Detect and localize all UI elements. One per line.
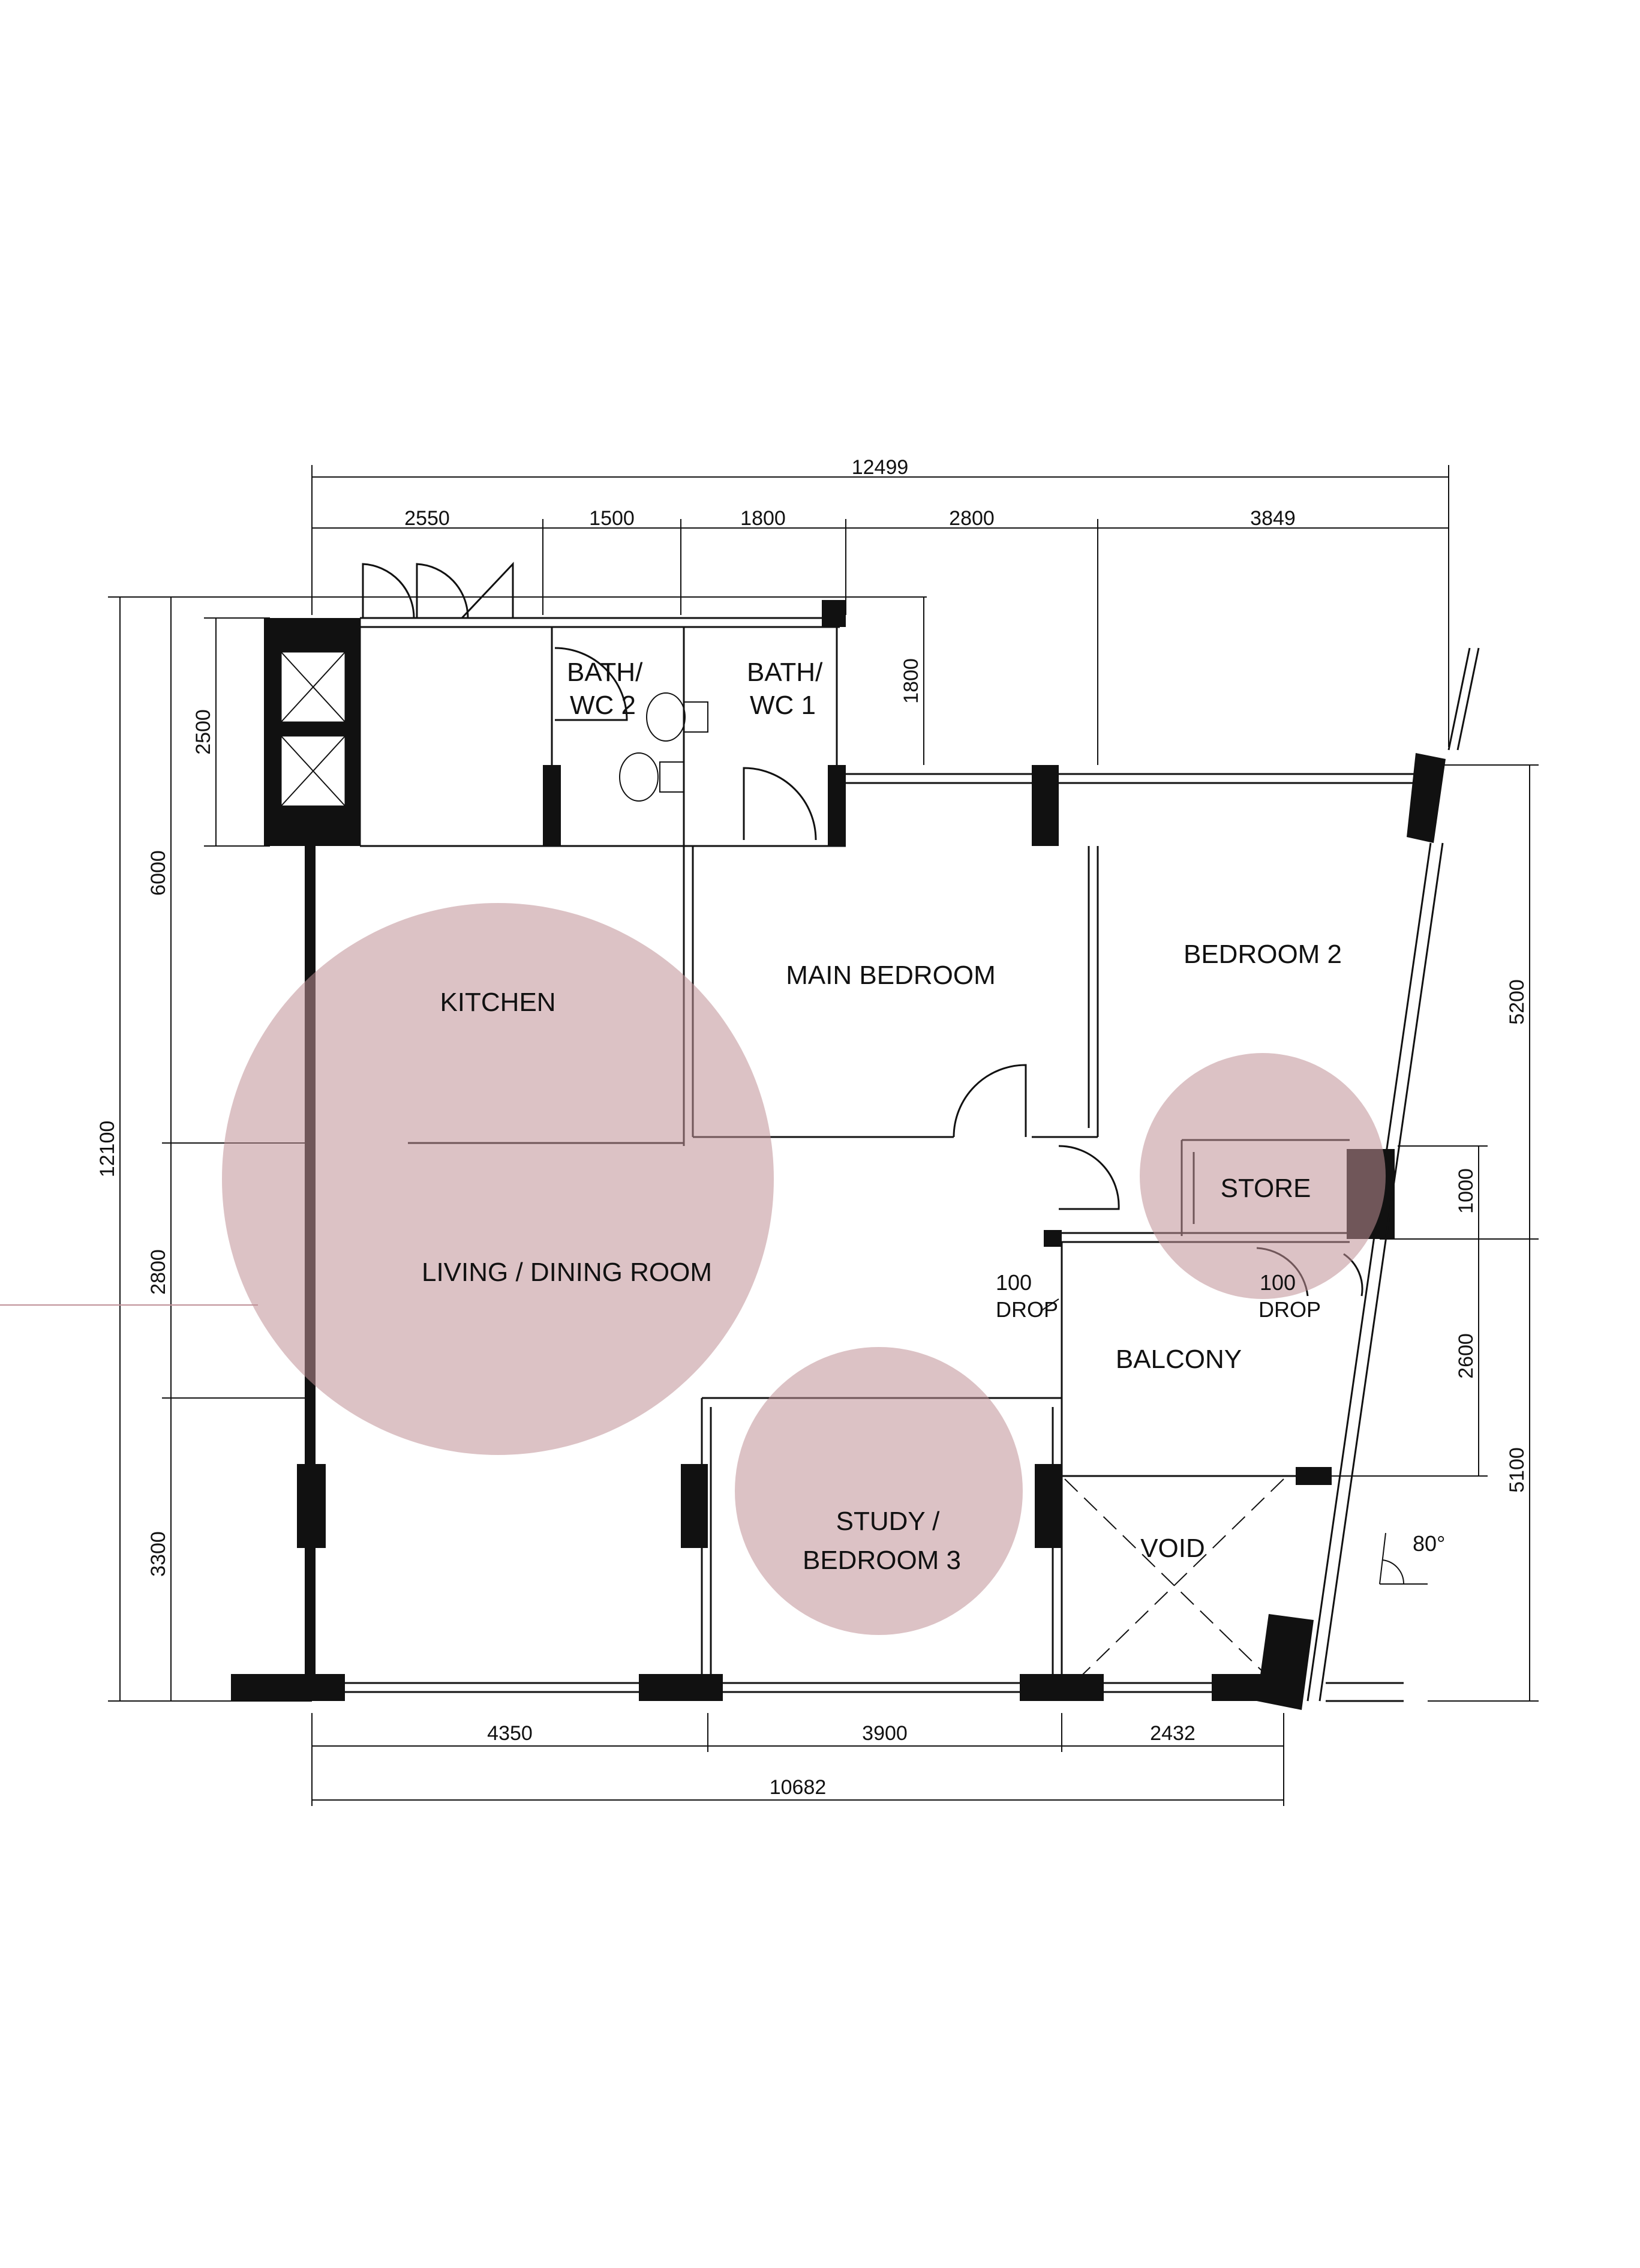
dim-top-seg-2: 1500 <box>589 507 635 530</box>
highlight-circles <box>222 903 1386 1635</box>
dim-top-seg-1: 2550 <box>404 507 450 530</box>
bottom-dimensions: 4350 3900 2432 10682 <box>311 1713 1284 1806</box>
label-living-dining: LIVING / DINING ROOM <box>422 1258 712 1287</box>
label-study-line1: STUDY / <box>836 1507 941 1536</box>
dim-store-width: 1000 <box>1455 1168 1477 1214</box>
dim-left-outer: 12100 <box>96 1121 119 1178</box>
dim-right-lower: 5100 <box>1506 1447 1528 1493</box>
dim-bottom-total: 10682 <box>770 1776 827 1799</box>
dim-balcony-depth: 2600 <box>1455 1333 1477 1379</box>
label-bath-wc-1-line1: BATH/ <box>747 658 823 687</box>
left-dimensions: 12100 6000 2800 3300 2500 <box>96 596 927 1702</box>
label-kitchen: KITCHEN <box>440 988 555 1017</box>
dim-bottom-seg-2: 3900 <box>862 1722 908 1745</box>
dim-left-seg-1: 6000 <box>147 850 170 896</box>
dim-top-total: 12499 <box>852 456 909 479</box>
doors <box>362 562 1363 1297</box>
dim-bath-depth: 1800 <box>900 658 923 704</box>
dim-top-seg-3: 1800 <box>740 507 786 530</box>
label-bedroom-2: BEDROOM 2 <box>1184 940 1342 969</box>
drop-1-label: DROP <box>996 1297 1058 1322</box>
label-bath-wc-1-line2: WC 1 <box>750 691 816 720</box>
angle-label: 80° <box>1413 1531 1445 1556</box>
highlight-living-circle <box>222 903 774 1455</box>
room-labels: BATH/ WC 2 BATH/ WC 1 KITCHEN MAIN BEDRO… <box>422 658 1342 1575</box>
dim-bottom-seg-1: 4350 <box>487 1722 533 1745</box>
label-balcony: BALCONY <box>1116 1345 1242 1374</box>
drop-1-value: 100 <box>996 1270 1032 1295</box>
top-dimensions: 12499 2550 1500 1800 2800 3849 <box>311 456 1449 765</box>
right-dimensions: 5200 5100 1000 2600 1800 <box>900 597 1539 1702</box>
label-void: VOID <box>1140 1534 1205 1563</box>
annotations: 100 DROP 100 DROP 80° <box>996 1270 1445 1556</box>
label-main-bedroom: MAIN BEDROOM <box>786 961 996 990</box>
dim-left-seg-3: 3300 <box>147 1531 170 1577</box>
label-store: STORE <box>1221 1174 1311 1203</box>
dim-top-seg-4: 2800 <box>949 507 995 530</box>
label-bath-wc-2-line1: BATH/ <box>567 658 643 687</box>
dim-kitchen-block: 2500 <box>192 709 215 755</box>
dim-top-seg-5: 3849 <box>1250 507 1296 530</box>
drop-2-value: 100 <box>1260 1270 1296 1295</box>
dim-bottom-seg-3: 2432 <box>1150 1722 1196 1745</box>
label-study-line2: BEDROOM 3 <box>803 1546 961 1575</box>
dim-right-upper: 5200 <box>1506 979 1528 1025</box>
dim-left-seg-2: 2800 <box>147 1249 170 1295</box>
highlight-study-circle <box>735 1347 1023 1635</box>
label-bath-wc-2-line2: WC 2 <box>570 691 636 720</box>
drop-2-label: DROP <box>1258 1297 1321 1322</box>
highlight-store-circle <box>1140 1053 1386 1299</box>
